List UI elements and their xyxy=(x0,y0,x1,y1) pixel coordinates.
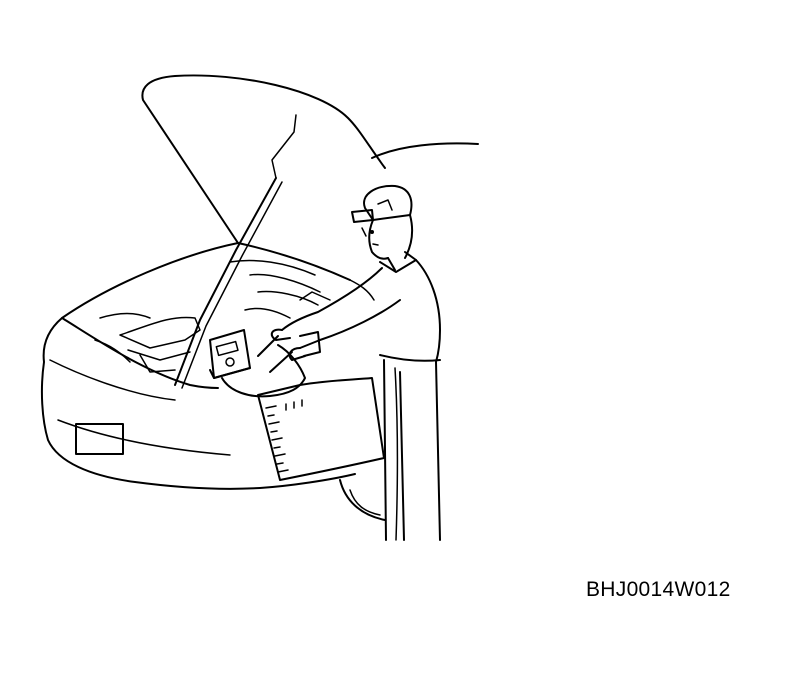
technician-icon xyxy=(257,184,441,541)
car-icon xyxy=(40,74,479,521)
figure-code-label: BHJ0014W012 xyxy=(586,578,731,601)
multimeter-icon xyxy=(209,329,251,379)
fender-cover-icon xyxy=(257,377,385,481)
hood-hinge-line xyxy=(349,279,375,301)
